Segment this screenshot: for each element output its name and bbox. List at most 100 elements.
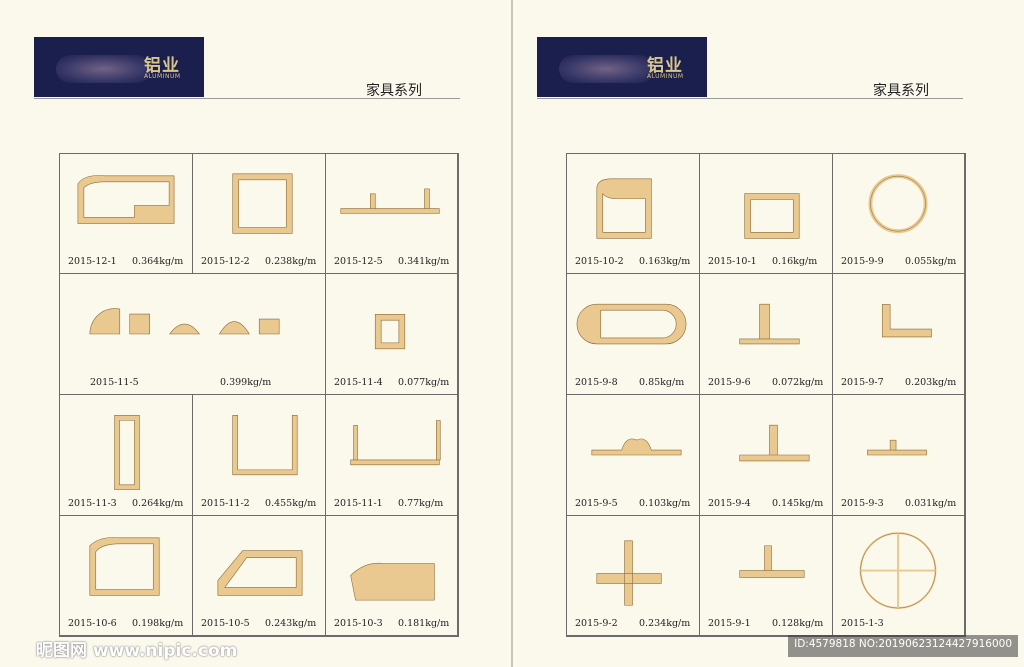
profile-weight: 0.341kg/m — [398, 256, 450, 267]
profile-cell: 2015-1-3 — [833, 516, 965, 636]
profile-weight: 0.455kg/m — [265, 498, 317, 509]
profile-weight: 0.85kg/m — [639, 377, 685, 388]
profile-cell: 2015-11-3 0.264kg/m — [60, 395, 193, 516]
profile-cell: 2015-9-8 0.85kg/m — [567, 274, 700, 395]
profile-section-drawing — [868, 174, 928, 234]
profile-weight: 0.103kg/m — [639, 498, 691, 509]
brand-subtitle: ALUMINUM — [144, 73, 181, 80]
profile-section-drawing — [77, 175, 175, 224]
profile-section-drawing — [114, 415, 140, 491]
profile-section-drawing — [867, 439, 927, 456]
profile-section-drawing — [89, 308, 280, 335]
profile-weight: 0.128kg/m — [772, 618, 824, 629]
profile-code: 2015-9-9 — [841, 256, 884, 267]
profile-weight: 0.203kg/m — [905, 377, 957, 388]
profile-weight: 0.399kg/m — [220, 377, 272, 388]
site-watermark: 昵图网 www.nipic.com — [36, 641, 238, 661]
profile-section-drawing — [859, 532, 937, 609]
profile-weight: 0.16kg/m — [772, 256, 818, 267]
profile-cell: 2015-9-5 0.103kg/m — [567, 395, 700, 516]
profile-cell: 2015-10-1 0.16kg/m — [700, 154, 833, 274]
profile-code: 2015-10-6 — [68, 618, 117, 629]
profile-weight: 0.243kg/m — [265, 618, 317, 629]
profile-weight: 0.198kg/m — [132, 618, 184, 629]
series-title: 家具系列 — [366, 83, 422, 99]
profile-cell: 2015-9-2 0.234kg/m — [567, 516, 700, 636]
profile-weight: 0.055kg/m — [905, 256, 957, 267]
profile-section-drawing — [744, 193, 800, 239]
profile-cell: 2015-9-7 0.203kg/m — [833, 274, 965, 395]
image-id-watermark: ID:4579818 NO:20190623124427916000 — [788, 635, 1018, 657]
profile-code: 2015-9-8 — [575, 377, 618, 388]
blurred-logo — [559, 55, 654, 83]
profile-code: 2015-12-1 — [68, 256, 117, 267]
brand-subtitle: ALUMINUM — [647, 73, 684, 80]
profile-section-drawing — [374, 314, 406, 350]
profile-section-drawing — [340, 188, 440, 214]
profile-weight: 0.77kg/m — [398, 498, 444, 509]
profile-cell: 2015-11-2 0.455kg/m — [193, 395, 326, 516]
profile-code: 2015-9-4 — [708, 498, 751, 509]
profile-code: 2015-9-7 — [841, 377, 884, 388]
profile-section-drawing — [350, 420, 441, 466]
profile-code: 2015-11-1 — [334, 498, 383, 509]
profile-weight: 0.077kg/m — [398, 377, 450, 388]
series-title: 家具系列 — [873, 83, 929, 99]
profile-cell: 2015-11-1 0.77kg/m — [326, 395, 458, 516]
profile-code: 2015-10-5 — [201, 618, 250, 629]
profile-weight: 0.163kg/m — [639, 256, 691, 267]
profile-section-drawing — [881, 304, 932, 338]
brand-banner: 铝业 ALUMINUM — [537, 37, 707, 97]
profile-section-drawing — [596, 540, 662, 606]
brand-name: 铝业 — [144, 56, 180, 76]
profile-weight: 0.234kg/m — [639, 618, 691, 629]
blurred-logo — [56, 55, 151, 83]
profile-section-drawing — [217, 550, 303, 596]
profile-code: 2015-9-5 — [575, 498, 618, 509]
profile-code: 2015-10-2 — [575, 256, 624, 267]
profile-cell: 2015-10-2 0.163kg/m — [567, 154, 700, 274]
profile-weight: 0.072kg/m — [772, 377, 824, 388]
profile-weight: 0.364kg/m — [132, 256, 184, 267]
profile-weight: 0.264kg/m — [132, 498, 184, 509]
profile-section-drawing — [739, 424, 810, 462]
profile-cell: 2015-10-6 0.198kg/m — [60, 516, 193, 636]
profile-code: 2015-9-1 — [708, 618, 751, 629]
profile-code: 2015-12-2 — [201, 256, 250, 267]
profile-weight: 0.238kg/m — [265, 256, 317, 267]
profile-code: 2015-10-3 — [334, 618, 383, 629]
profile-cell: 2015-9-3 0.031kg/m — [833, 395, 965, 516]
profile-section-drawing — [596, 178, 652, 239]
page-spine — [511, 0, 513, 667]
title-rule — [537, 98, 963, 99]
profile-weight: 0.181kg/m — [398, 618, 450, 629]
brand-name: 铝业 — [647, 56, 683, 76]
profile-cell: 2015-9-9 0.055kg/m — [833, 154, 965, 274]
profile-code: 2015-1-3 — [841, 618, 884, 629]
profile-code: 2015-9-3 — [841, 498, 884, 509]
profile-cell: 2015-10-3 0.181kg/m — [326, 516, 458, 636]
profile-code: 2015-11-3 — [68, 498, 117, 509]
profile-section-drawing — [576, 303, 687, 345]
profile-section-drawing — [350, 562, 435, 601]
profile-section-drawing — [89, 537, 160, 596]
profile-cell: 2015-9-1 0.128kg/m — [700, 516, 833, 636]
profile-code: 2015-9-2 — [575, 618, 618, 629]
profile-section-drawing — [739, 303, 800, 345]
profile-section-drawing — [591, 438, 682, 456]
profile-cell: 2015-12-1 0.364kg/m — [60, 154, 193, 274]
brand-banner: 铝业 ALUMINUM — [34, 37, 204, 97]
profile-weight: 0.031kg/m — [905, 498, 957, 509]
profile-code: 2015-9-6 — [708, 377, 751, 388]
profile-cell: 2015-10-5 0.243kg/m — [193, 516, 326, 636]
profile-code: 2015-10-1 — [708, 256, 757, 267]
profile-cell: 2015-9-6 0.072kg/m — [700, 274, 833, 395]
profile-code: 2015-11-2 — [201, 498, 250, 509]
profile-code: 2015-12-5 — [334, 256, 383, 267]
